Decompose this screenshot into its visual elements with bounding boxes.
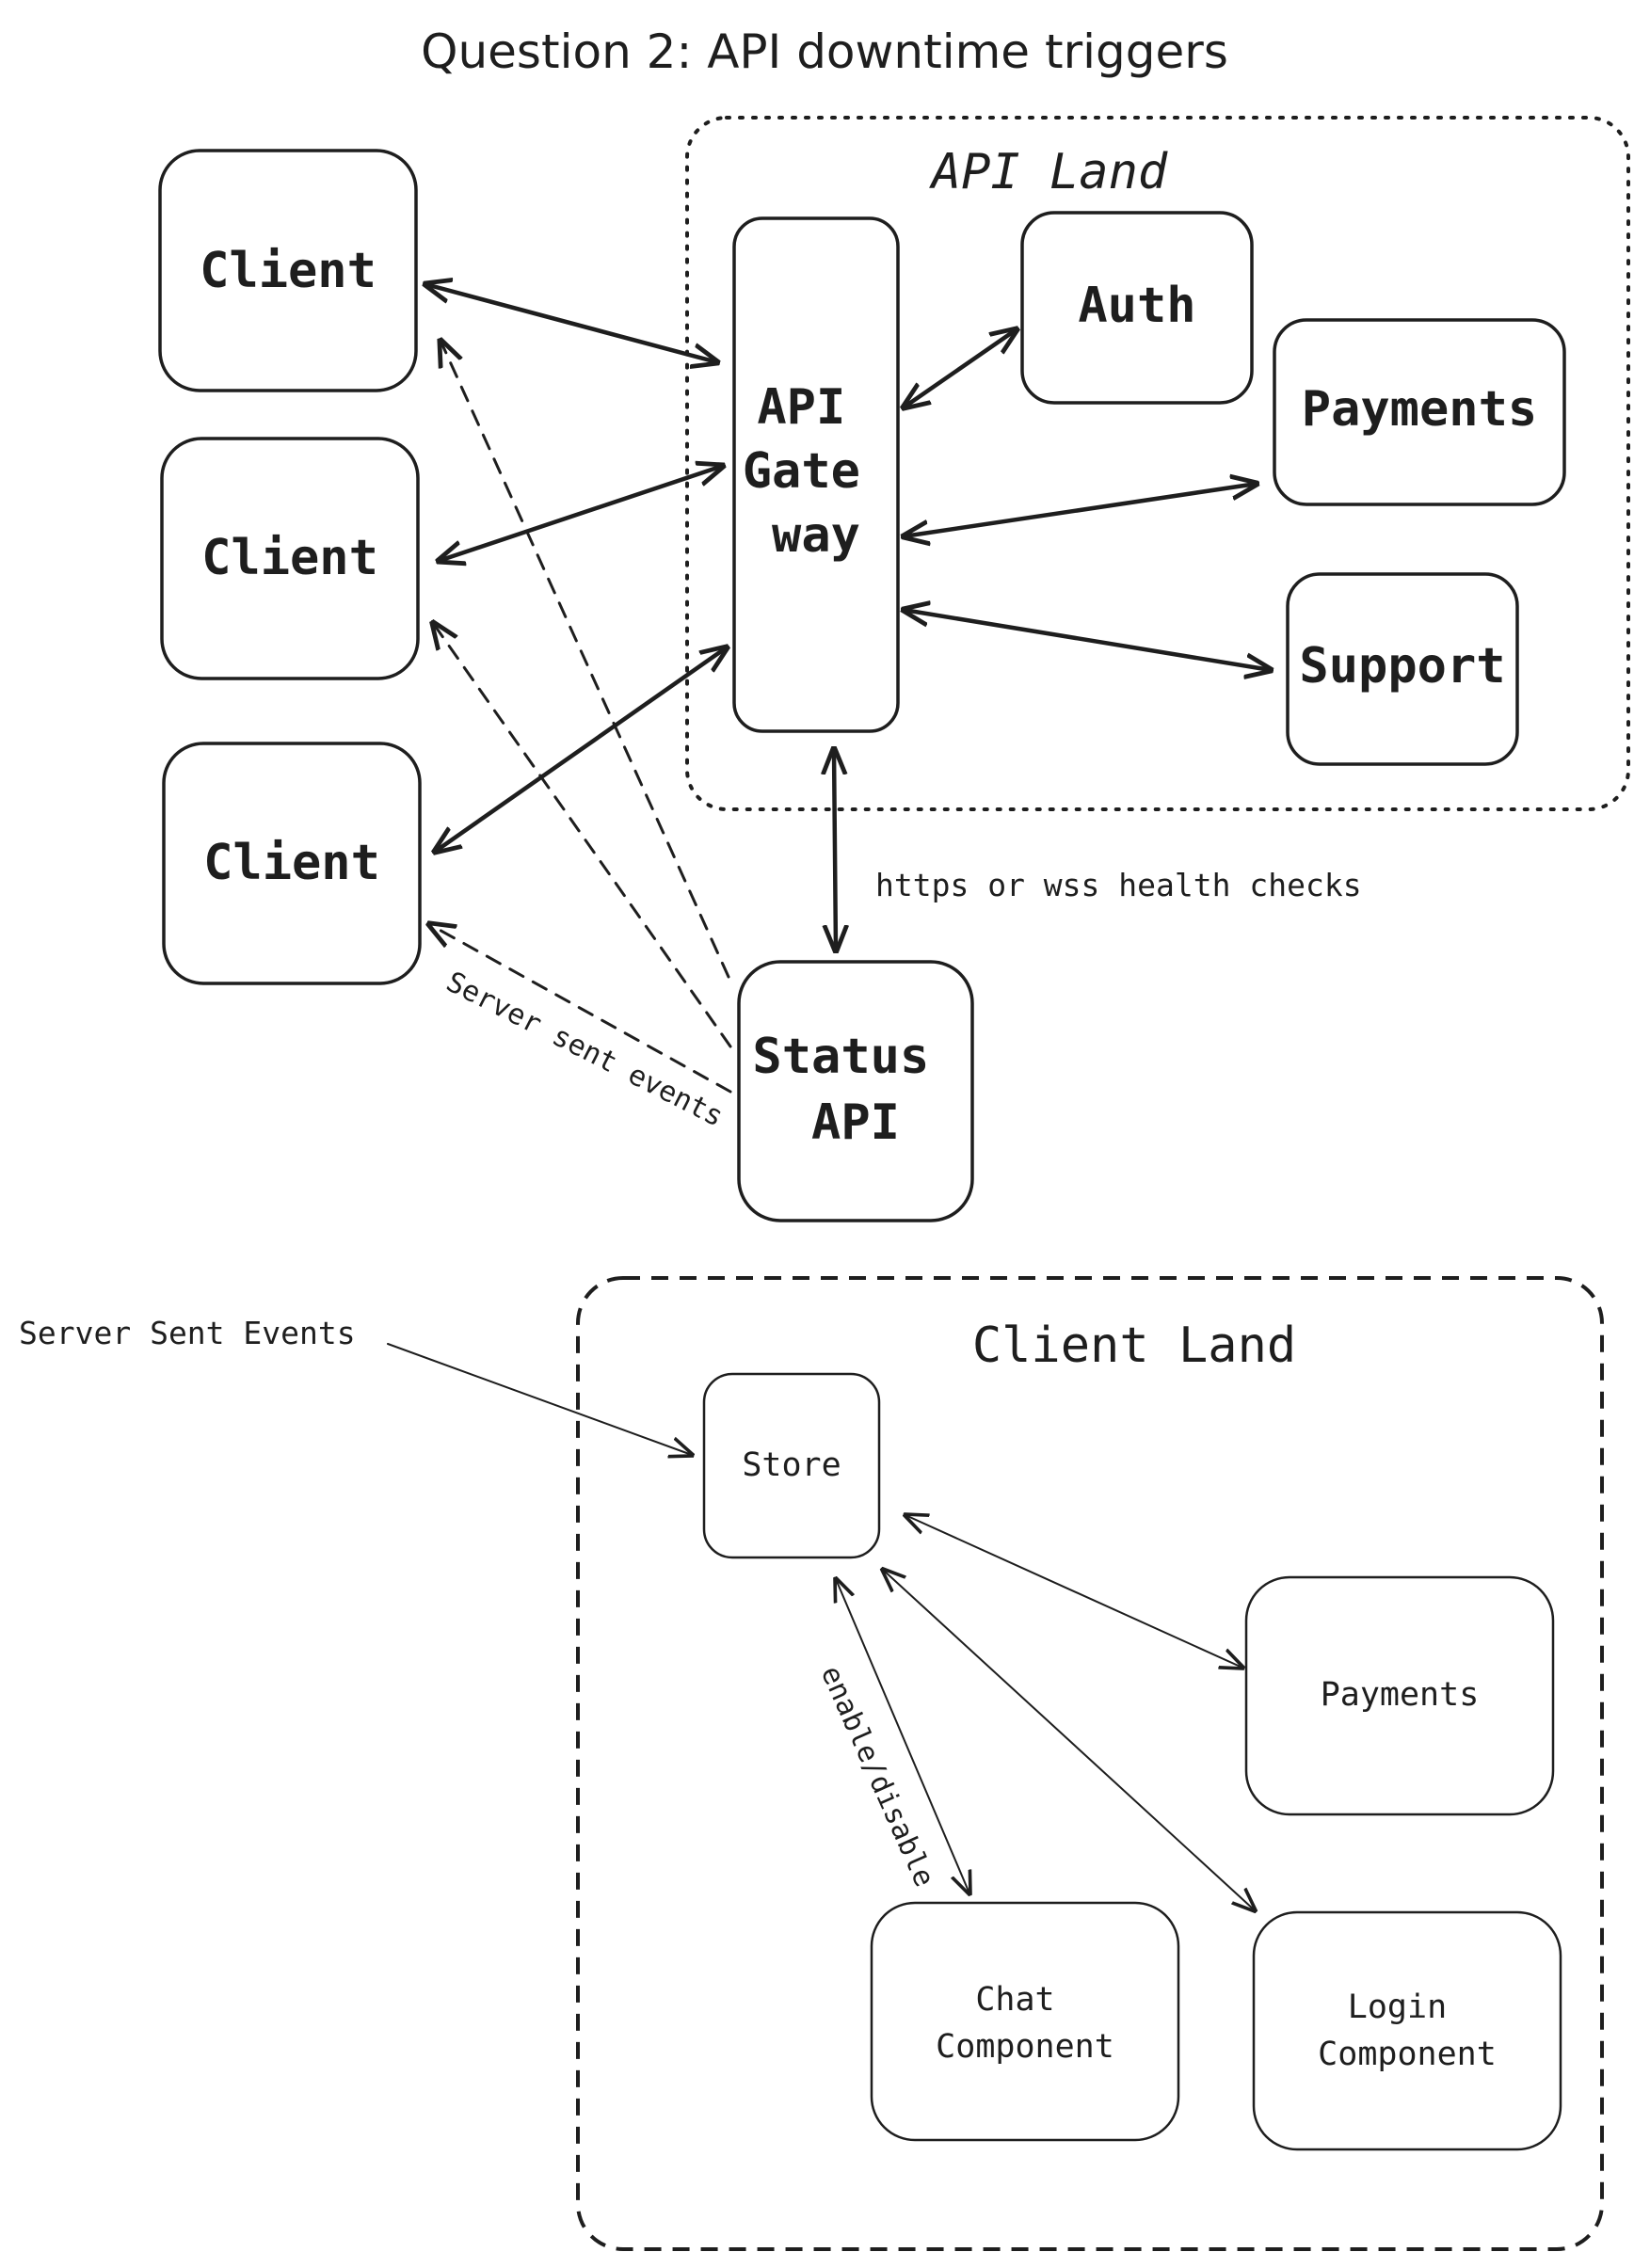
support-box: Support bbox=[1286, 572, 1519, 766]
api-gateway-box: API Gate way bbox=[732, 216, 900, 733]
auth-box-label: Auth bbox=[1078, 278, 1195, 334]
api-gateway-label-line-2: Gate bbox=[743, 443, 860, 500]
chat-component-label-line-2: Component bbox=[936, 2028, 1114, 2066]
payments-component-label: Payments bbox=[1321, 1676, 1480, 1714]
payments-component-box: Payments bbox=[1244, 1575, 1555, 1816]
arrow-sse-store bbox=[387, 1343, 692, 1455]
client-box-3: Client bbox=[162, 742, 422, 985]
arrow-gateway-payments bbox=[904, 484, 1257, 536]
sse-arrow-client3 bbox=[429, 924, 732, 1094]
sse-input-label: Server Sent Events bbox=[19, 1315, 356, 1351]
server-sent-events-label: Server sent events bbox=[441, 966, 729, 1134]
arrow-store-payments bbox=[905, 1515, 1242, 1668]
client-box-3-label: Client bbox=[203, 835, 380, 891]
client-box-1-label: Client bbox=[200, 243, 376, 299]
store-box-label: Store bbox=[742, 1446, 841, 1484]
svg-text:API Gate way: API Gate way bbox=[743, 379, 890, 564]
login-component-label-line-1: Login bbox=[1348, 1988, 1447, 2026]
status-api-label-line-2: API bbox=[811, 1094, 900, 1151]
api-gateway-label-line-1: API bbox=[757, 379, 845, 436]
arrow-client3-gateway bbox=[435, 647, 727, 852]
auth-box: Auth bbox=[1020, 211, 1254, 405]
chat-component-box: Chat Component bbox=[870, 1901, 1180, 2142]
chat-component-label-line-1: Chat bbox=[975, 1981, 1054, 2019]
arrow-gateway-auth bbox=[904, 329, 1017, 407]
payments-box-label: Payments bbox=[1302, 381, 1537, 438]
arrow-client2-gateway bbox=[439, 466, 723, 561]
status-api-label-line-1: Status bbox=[752, 1029, 929, 1085]
client-box-2: Client bbox=[160, 437, 420, 680]
client-box-2-label: Client bbox=[201, 530, 378, 586]
health-checks-label: https or wss health checks bbox=[875, 867, 1362, 903]
arrow-store-login bbox=[883, 1570, 1255, 1910]
support-box-label: Support bbox=[1299, 638, 1505, 695]
payments-box: Payments bbox=[1273, 318, 1566, 506]
arrow-client1-gateway bbox=[425, 284, 717, 362]
api-land-region bbox=[685, 116, 1630, 811]
svg-text:Login Component: Login Component bbox=[1318, 1988, 1497, 2073]
sse-arrow-client1 bbox=[441, 341, 730, 979]
arrow-gateway-status bbox=[834, 749, 836, 950]
api-gateway-label-line-3: way bbox=[772, 507, 860, 564]
login-component-label-line-2: Component bbox=[1318, 2036, 1497, 2073]
svg-text:Chat Component: Chat Component bbox=[936, 1981, 1114, 2066]
status-api-box: Status API bbox=[737, 960, 974, 1222]
enable-disable-label: enable/disable bbox=[814, 1661, 941, 1892]
diagram-title: Question 2: API downtime triggers bbox=[421, 24, 1228, 79]
client-box-1: Client bbox=[158, 149, 418, 392]
client-land-label: Client Land bbox=[972, 1318, 1296, 1374]
store-box: Store bbox=[702, 1372, 881, 1559]
svg-text:Status API: Status API bbox=[752, 1029, 958, 1151]
sse-arrow-client2 bbox=[433, 623, 732, 1048]
arrow-gateway-support bbox=[904, 610, 1271, 670]
login-component-box: Login Component bbox=[1252, 1910, 1562, 2151]
api-land-label: API Land bbox=[929, 144, 1168, 200]
client-land-region bbox=[576, 1276, 1604, 2251]
